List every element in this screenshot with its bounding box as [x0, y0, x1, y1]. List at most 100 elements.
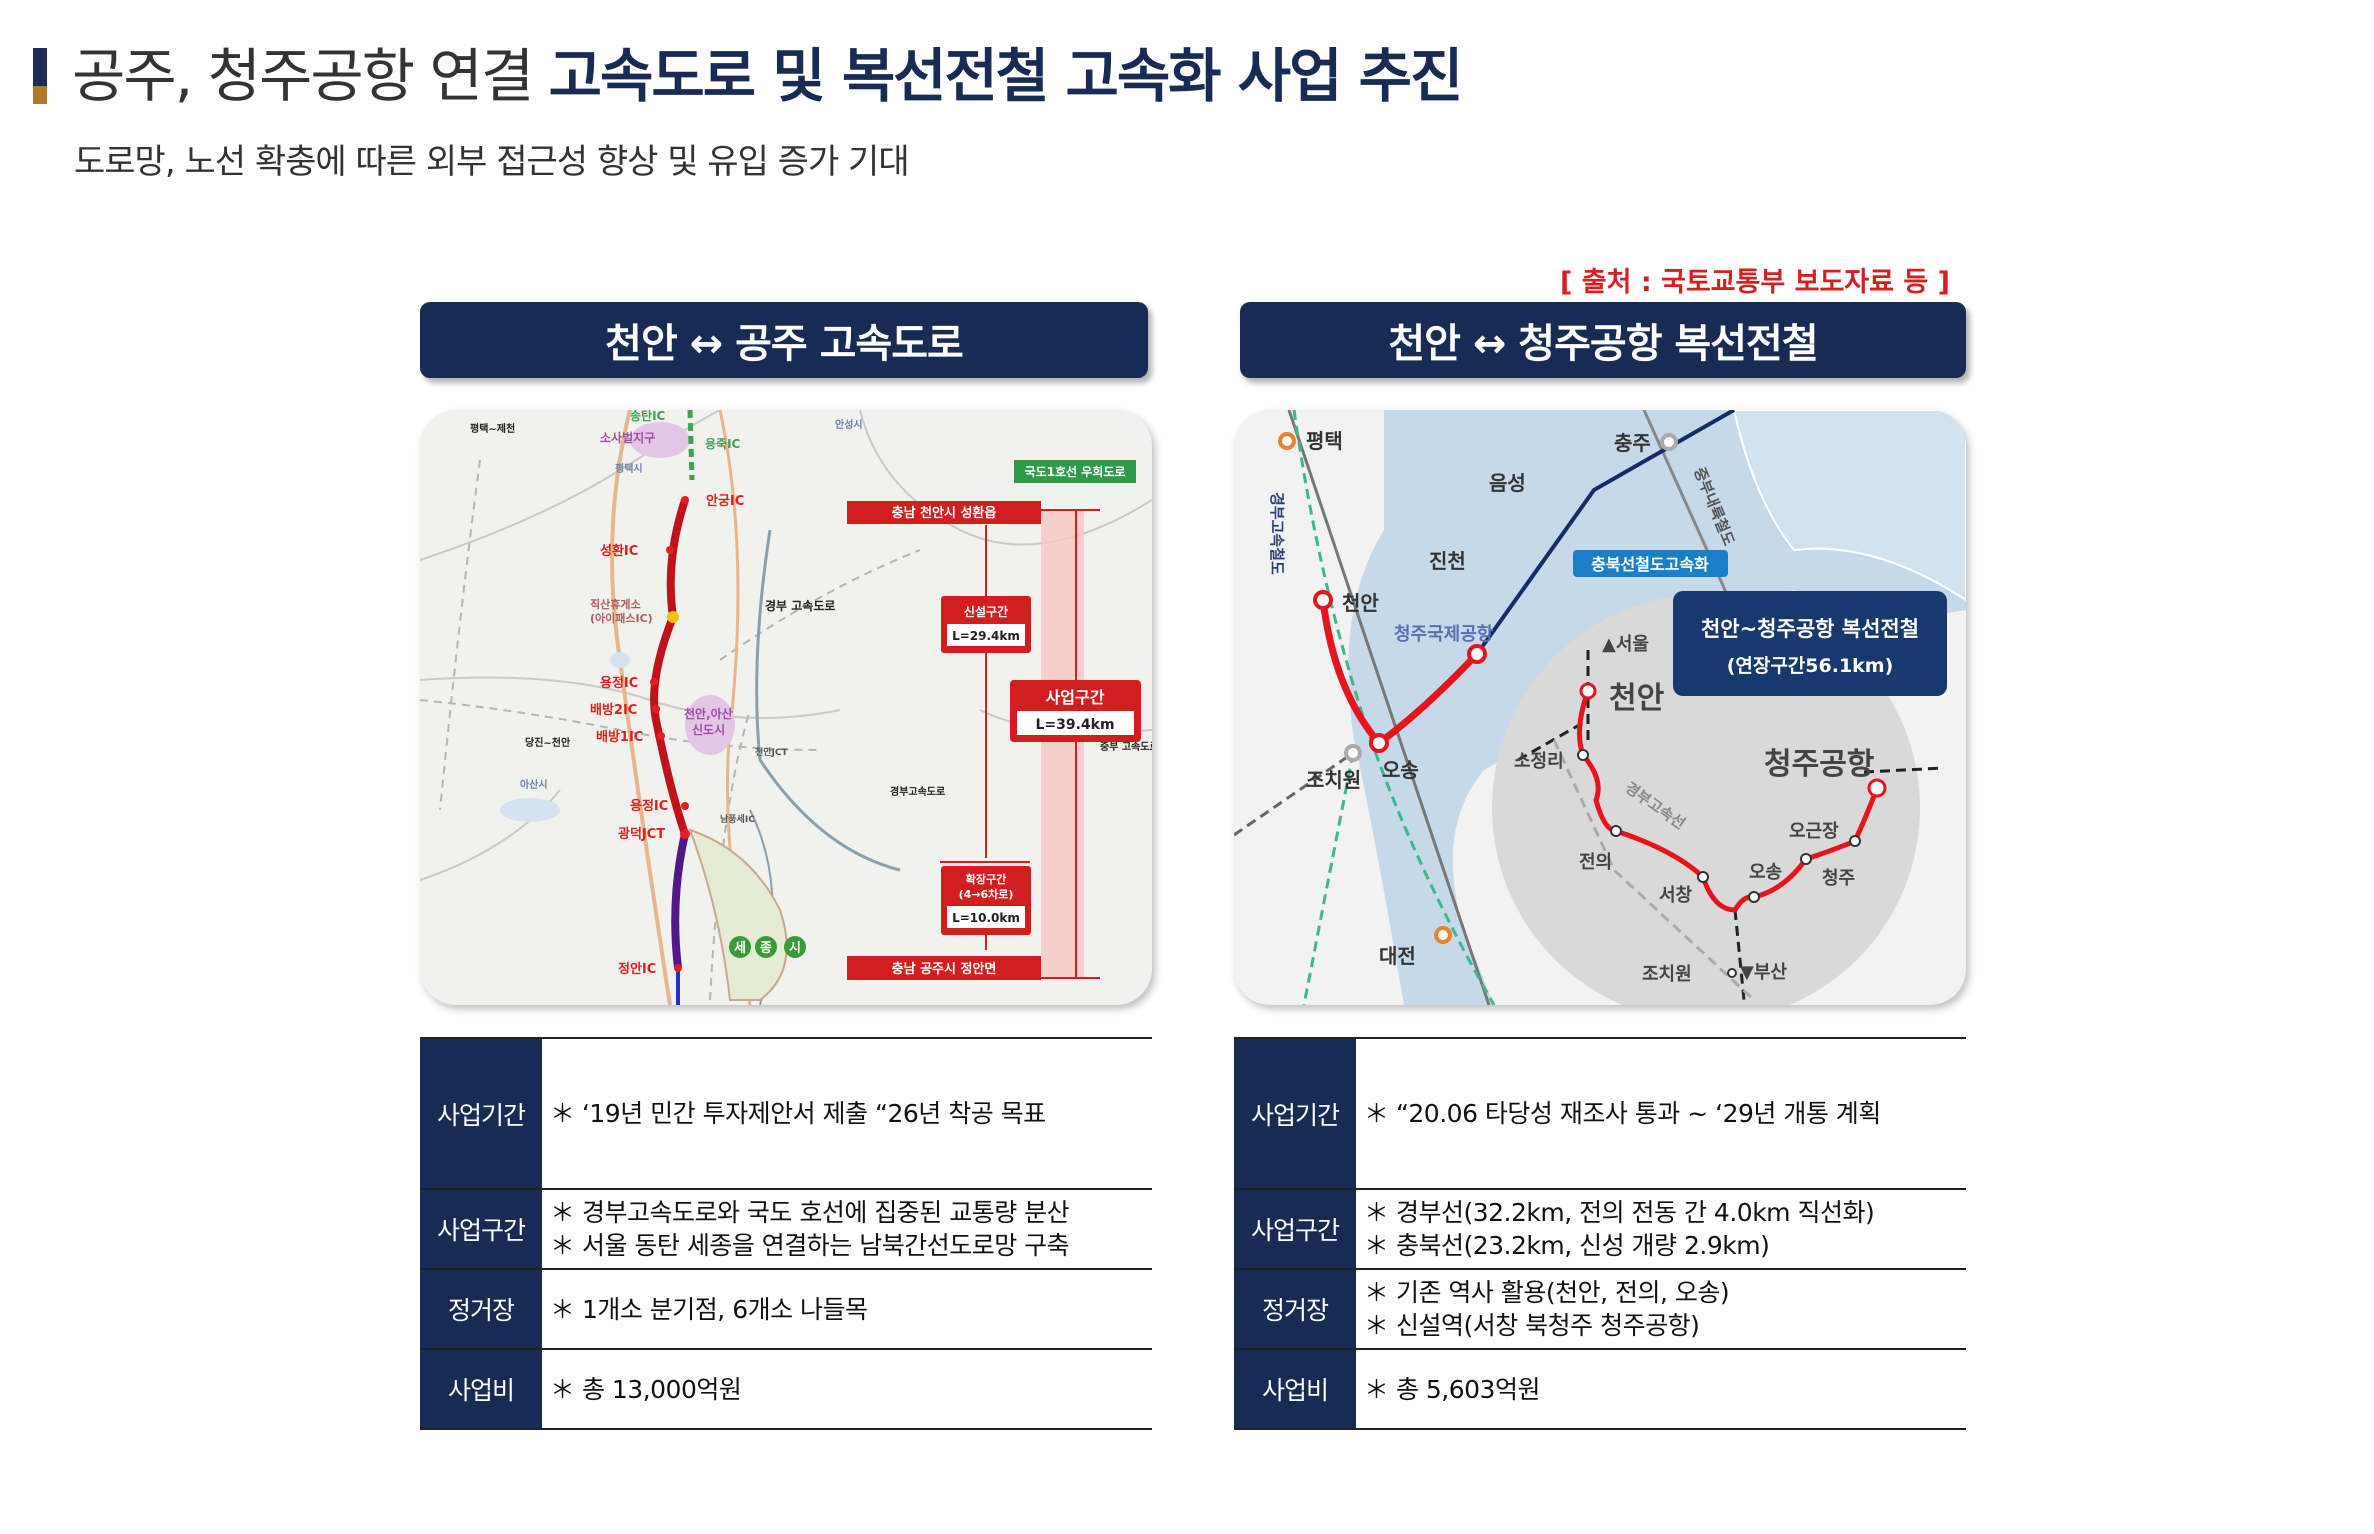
route-info-length: (연장구간56.1km)	[1727, 655, 1894, 677]
map-label: 천안,아산	[684, 706, 733, 721]
map-label: 광덕JCT	[618, 826, 665, 842]
inset-label: 청주	[1822, 868, 1855, 889]
page-title: 공주, 청주공항 연결 고속도로 및 복선전철 고속화 사업 추진	[72, 38, 1464, 114]
new-section-length: L=29.4km	[952, 629, 1020, 643]
table-row: 정거장 ＊ 기존 역사 활용(천안, 전의, 오송) ＊ 신설역(서창 북청주 청주…	[1234, 1270, 1966, 1350]
table-row: 사업구간 ＊ 경부고속도로와 국도 호선에 집중된 교통량 분산 ＊ 서울 동탄 세…	[420, 1190, 1152, 1270]
map-label: 시	[789, 941, 801, 956]
chungbuk-line-label: 충북선철도고속화	[1591, 555, 1709, 574]
inset-label: 천안	[1609, 681, 1665, 716]
city-label: 충주	[1614, 431, 1651, 455]
inset-label: ▲서울	[1602, 634, 1649, 655]
row-item: ＊ 기존 역사 활용(천안, 전의, 오송)	[1364, 1278, 1730, 1307]
row-item: ＊ 총 13,000억원	[550, 1374, 742, 1404]
city-label: 대전	[1379, 944, 1416, 968]
map-label: 안궁IC	[706, 493, 744, 509]
highway-map: 안궁IC 성환IC 직산휴게소 (아이패스IC) 용정IC 배방2IC 배방1I…	[420, 410, 1152, 1005]
row-label: 정거장	[1234, 1270, 1356, 1348]
map-label: 세	[734, 941, 746, 956]
railway-map: 평택 음성 충주 진천 천안 청주국제공항 오송 조치원 대전 경부고속철도 중…	[1234, 410, 1966, 1005]
start-point-label: 충남 천안시 성환읍	[892, 505, 997, 521]
widen-section-title: 확장구간	[966, 872, 1006, 886]
widen-section-box: 확장구간 (4→6차로) L=10.0km	[941, 866, 1031, 935]
map-label: 용정IC	[600, 675, 638, 691]
table-row: 사업기간 ＊ ‘19년 민간 투자제안서 제출 “26년 착공 목표	[420, 1039, 1152, 1190]
map-label: 정안IC	[618, 961, 656, 977]
row-label: 사업구간	[420, 1190, 542, 1268]
title-emphasis: 고속도로 및 복선전철 고속화 사업 추진	[548, 42, 1464, 110]
row-item: ＊ 충북선(23.2km, 신성 개량 2.9km)	[1364, 1231, 1770, 1260]
row-item: ＊ “20.06 타당성 재조사 통과 ~ ‘29년 개통 계획	[1364, 1099, 1881, 1128]
map-label: 남풍세IC	[720, 813, 755, 825]
map-label: 경부 고속도로	[765, 599, 835, 613]
row-label: 사업비	[420, 1350, 542, 1428]
bypass-label: 국도1호선 우회도로	[1025, 464, 1126, 479]
row-label: 사업기간	[420, 1039, 542, 1188]
inset-label: 서창	[1659, 885, 1693, 906]
map-label: 아산시	[520, 778, 548, 791]
project-section-title: 사업구간	[1046, 688, 1105, 707]
row-label: 사업기간	[1234, 1039, 1356, 1188]
railway-info-table: 사업기간 ＊ “20.06 타당성 재조사 통과 ~ ‘29년 개통 계획 사업구…	[1234, 1037, 1966, 1430]
table-row: 정거장 ＊ 1개소 분기점, 6개소 나들목	[420, 1270, 1152, 1350]
city-label: 진천	[1429, 549, 1466, 573]
city-label: 조치원	[1306, 768, 1361, 792]
map-label: 용정IC	[630, 798, 668, 814]
title-marker	[33, 48, 47, 104]
new-section-box: 신설구간 L=29.4km	[941, 596, 1031, 653]
row-item: ＊ 총 5,603억원	[1364, 1374, 1540, 1404]
map-label: 신도시	[692, 722, 725, 737]
map-label: 당진~천안	[525, 736, 571, 749]
title-prefix: 공주, 청주공항 연결	[72, 42, 534, 110]
line-label: 경부고속철도	[1268, 492, 1286, 575]
table-row: 사업비 ＊ 총 5,603억원	[1234, 1350, 1966, 1430]
map-label: 경부고속도로	[890, 785, 945, 798]
table-row: 사업비 ＊ 총 13,000억원	[420, 1350, 1152, 1430]
end-point-box: 충남 공주시 정안면	[847, 956, 1041, 980]
route-info-box: 천안~청주공항 복선전철 (연장구간56.1km)	[1673, 591, 1947, 696]
row-item: ＊ 경부선(32.2km, 전의 전동 간 4.0km 직선화)	[1364, 1198, 1875, 1227]
map-label: 배방1IC	[596, 729, 643, 745]
route-info-title: 천안~청주공항 복선전철	[1701, 617, 1919, 641]
row-item: ＊ 신설역(서창 북청주 청주공항)	[1364, 1311, 1700, 1340]
inset-label: 오근장	[1789, 821, 1839, 842]
city-label: 천안	[1342, 591, 1379, 615]
inset-label: 전의	[1579, 852, 1612, 873]
map-label: 성환IC	[600, 543, 638, 559]
railway-header: 천안 ↔ 청주공항 복선전철	[1240, 302, 1966, 378]
table-row: 사업구간 ＊ 경부선(32.2km, 전의 전동 간 4.0km 직선화) ＊ 충북…	[1234, 1190, 1966, 1270]
city-label: 평택	[1306, 429, 1343, 453]
map-label: 용죽IC	[705, 436, 741, 451]
city-label: 음성	[1489, 471, 1526, 495]
highway-header: 천안 ↔ 공주 고속도로	[420, 302, 1148, 378]
map-label: 직산휴게소	[590, 597, 641, 611]
row-label: 사업비	[1234, 1350, 1356, 1428]
start-point-box: 충남 천안시 성환읍	[847, 501, 1041, 524]
end-point-label: 충남 공주시 정안면	[892, 961, 997, 977]
map-label: 소사벌지구	[600, 430, 655, 445]
map-label: 평택~제천	[470, 422, 515, 435]
inset-label: 소정리	[1514, 751, 1564, 772]
row-item: ＊ 경부고속도로와 국도 호선에 집중된 교통량 분산	[550, 1198, 1070, 1227]
map-label: 안성시	[835, 418, 863, 431]
row-label: 정거장	[420, 1270, 542, 1348]
map-label: 평택시	[615, 462, 643, 475]
row-label: 사업구간	[1234, 1190, 1356, 1268]
row-item: ＊ ‘19년 민간 투자제안서 제출 “26년 착공 목표	[550, 1099, 1046, 1128]
project-section-length: L=39.4km	[1035, 717, 1114, 733]
table-row: 사업기간 ＊ “20.06 타당성 재조사 통과 ~ ‘29년 개통 계획	[1234, 1039, 1966, 1190]
page-subtitle: 도로망, 노선 확충에 따른 외부 접근성 향상 및 유입 증가 기대	[74, 142, 910, 182]
project-section-box: 사업구간 L=39.4km	[1010, 680, 1141, 742]
map-label: (아이패스IC)	[590, 611, 653, 625]
row-item: ＊ 1개소 분기점, 6개소 나들목	[550, 1294, 868, 1324]
inset-label: ▼부산	[1740, 962, 1787, 983]
inset-label: 조치원	[1642, 964, 1692, 985]
map-label: 중부 고속도로	[1100, 741, 1152, 753]
source-note: [ 출처 : 국토교통부 보도자료 등 ]	[1560, 267, 1950, 298]
new-section-title: 신설구간	[964, 604, 1008, 619]
widen-section-sub: (4→6차로)	[959, 887, 1014, 901]
map-label: 종	[760, 941, 772, 956]
city-label: 오송	[1382, 758, 1419, 782]
row-item: ＊ 서울 동탄 세종을 연결하는 남북간선도로망 구축	[550, 1231, 1070, 1260]
map-label: 천안JCT	[755, 747, 789, 758]
